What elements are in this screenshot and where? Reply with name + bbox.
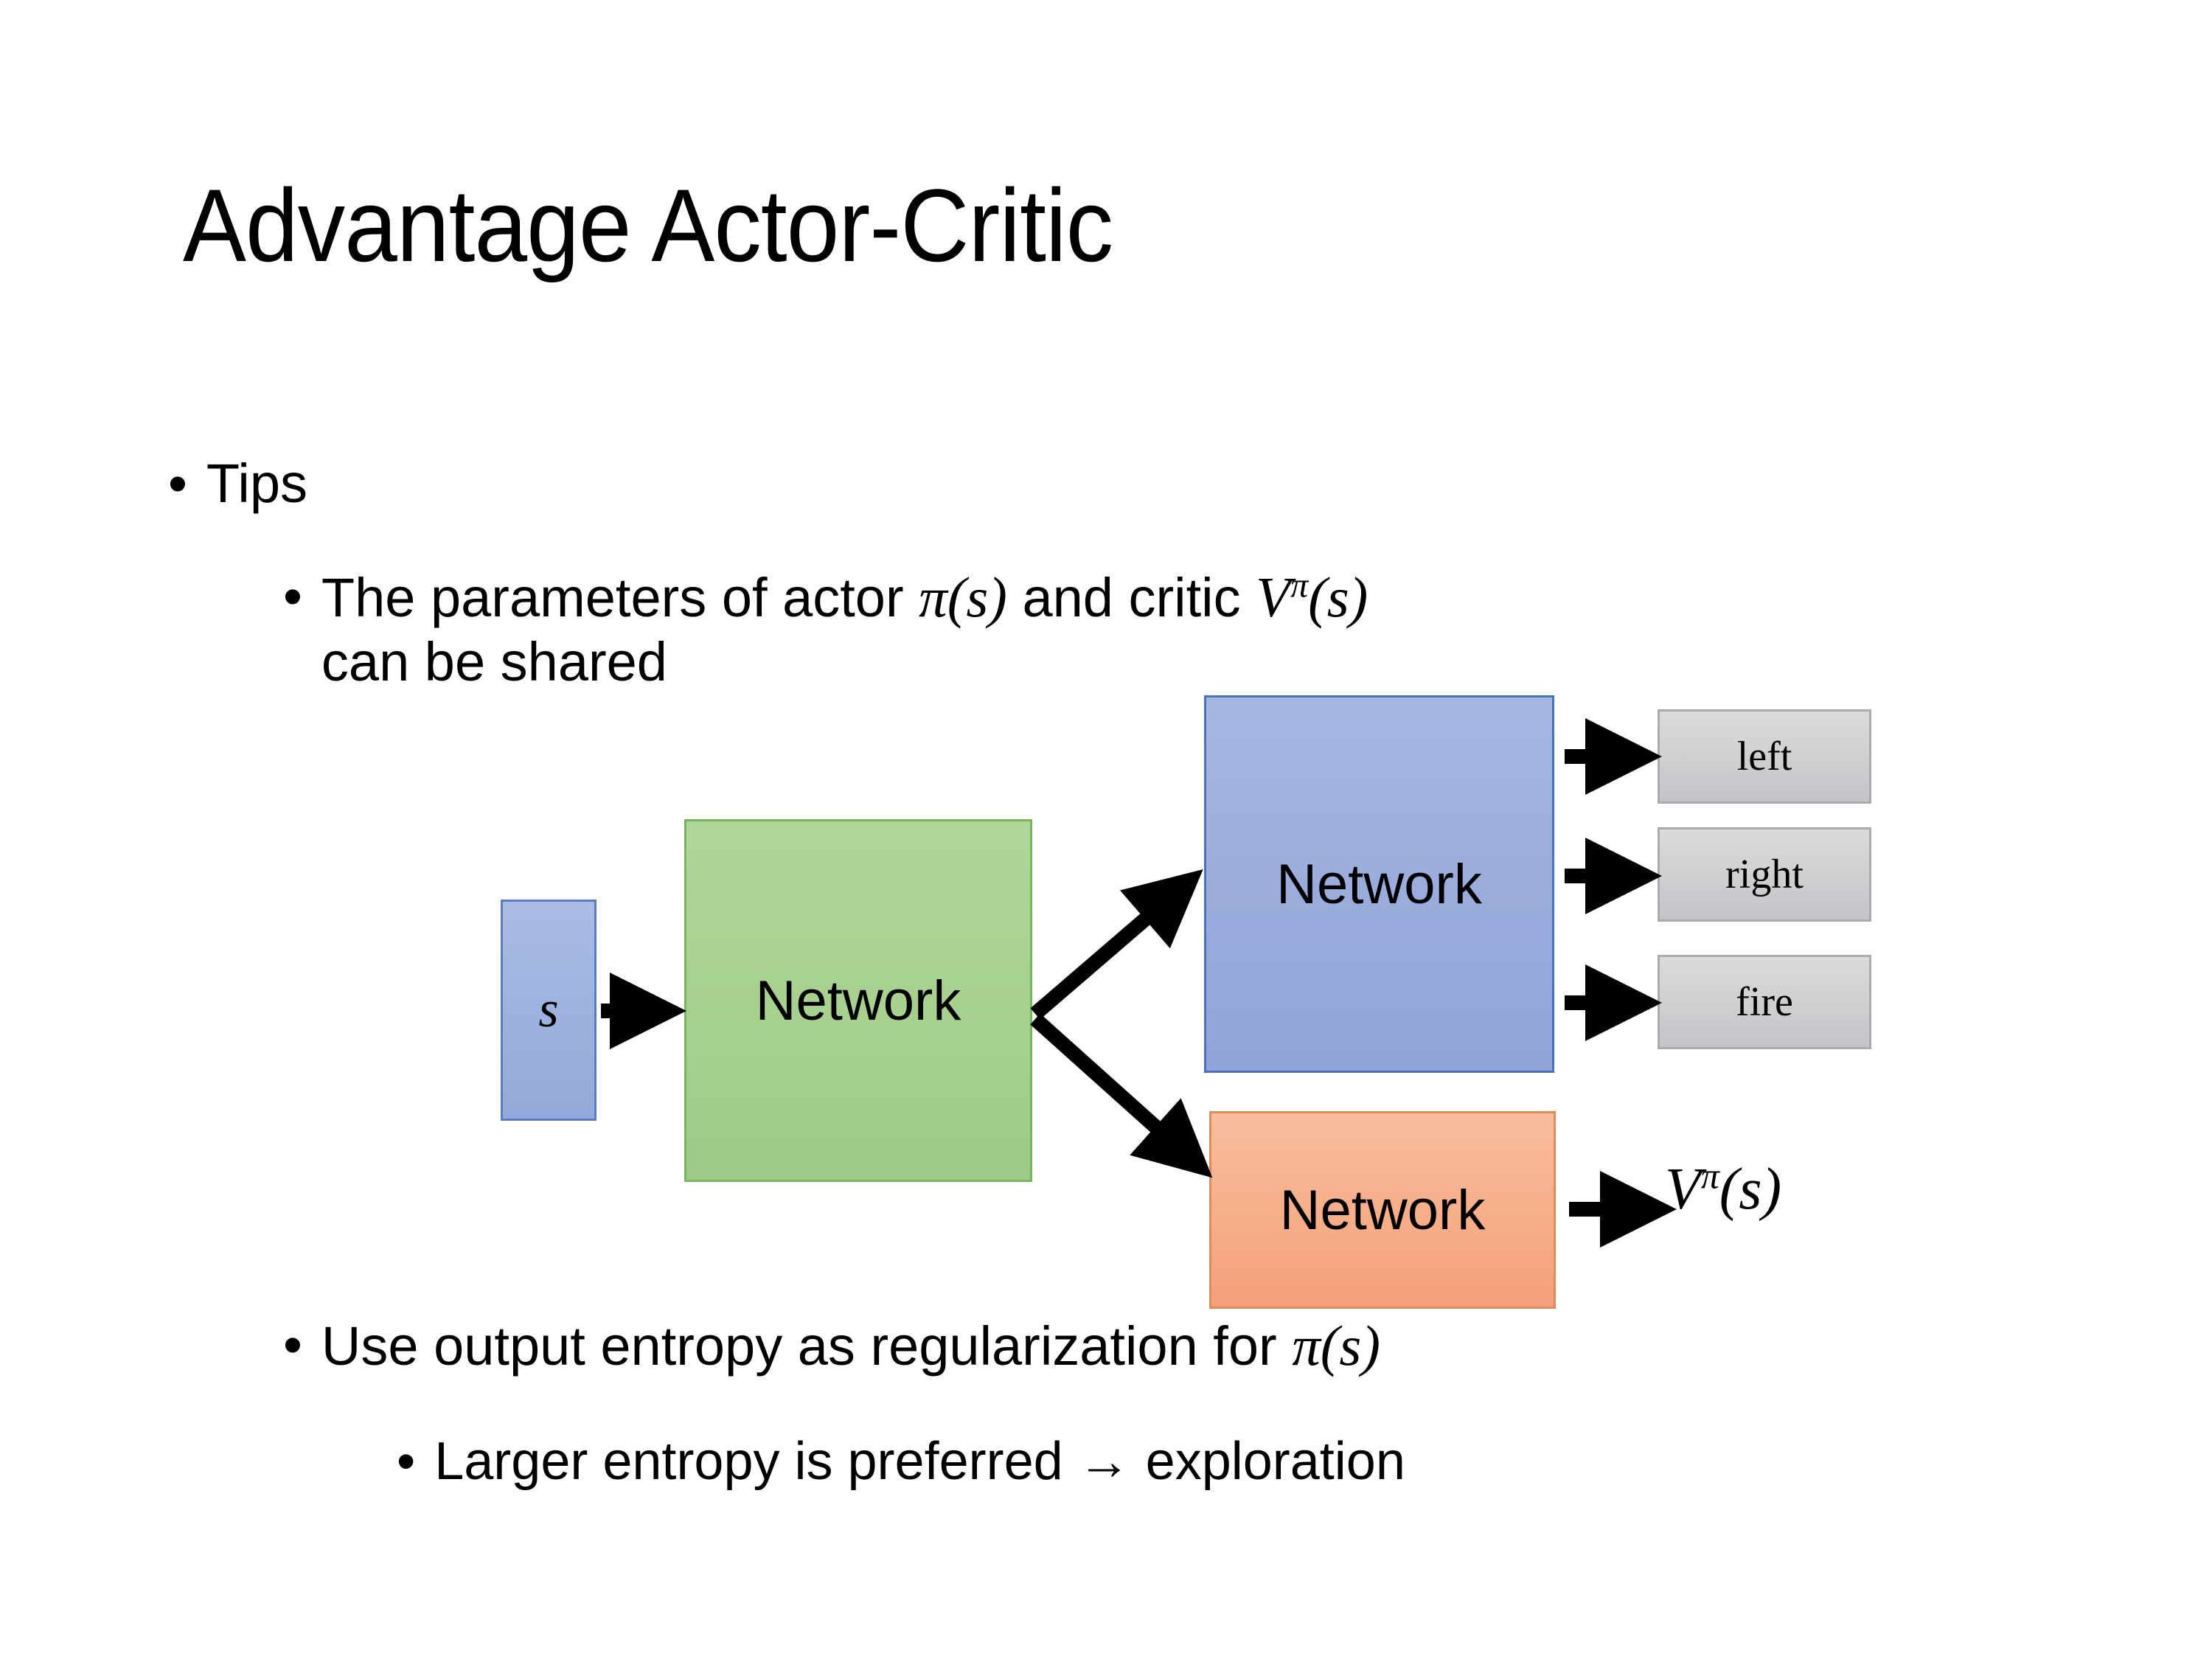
bullet-larger-entropy: • Larger entropy is preferred → explorat… [397,1433,1405,1491]
action-label-right: right [1725,852,1804,897]
slide-title: Advantage Actor-Critic [183,167,1113,283]
action-label-fire: fire [1736,979,1793,1025]
action-label-left: left [1736,734,1792,779]
arrow-shared-to-critic [1030,1013,1213,1178]
bullet-larger-entropy-label: Larger entropy is preferred → exploratio… [434,1432,1405,1491]
value-argument: (s) [1719,1157,1782,1222]
action-box-fire: fire [1658,955,1871,1049]
bullet-tips-label: Tips [206,453,307,514]
shared-network-label: Network [755,969,961,1032]
value-function-output-label: Vπ(s) [1665,1156,1781,1223]
actor-network-box: Network [1204,695,1554,1073]
text-can-be-shared: can be shared [321,631,667,693]
state-input-box: s [501,900,597,1121]
critic-network-box: Network [1209,1111,1556,1309]
value-superscript: π [1700,1155,1719,1197]
bullet-marker: • [283,566,302,627]
bullet-tips: • Tips [168,454,307,513]
bullet-marker: • [283,1314,302,1375]
bullet-marker: • [168,453,187,514]
math-pi-of-s: π(s) [919,566,1007,629]
text-actor-prefix: The parameters of actor [321,567,919,628]
math-v-argument: (s) [1308,566,1368,629]
math-pi-of-s: π(s) [1292,1314,1380,1377]
arrow-shared-to-actor [1030,869,1203,1020]
text-critic-prefix: and critic [1006,567,1256,628]
state-label: s [538,981,559,1038]
bullet-marker: • [397,1432,416,1491]
math-v-base: V [1256,566,1291,629]
action-box-right: right [1658,827,1871,922]
text-entropy-prefix: Use output entropy as regularization for [321,1315,1293,1377]
bullet-shared-parameters-text: The parameters of actor π(s) and critic … [321,565,1368,694]
value-base: V [1665,1157,1701,1222]
math-v-pi-of-s: Vπ(s) [1256,566,1368,629]
action-box-left: left [1658,709,1871,804]
bullet-entropy-text: Use output entropy as regularization for… [321,1315,1380,1377]
actor-network-label: Network [1276,852,1482,916]
shared-network-box: Network [684,819,1032,1182]
bullet-entropy-regularization: • Use output entropy as regularization f… [283,1315,1380,1377]
math-v-superscript: π [1290,566,1309,605]
critic-network-label: Network [1279,1178,1486,1242]
bullet-shared-parameters: • The parameters of actor π(s) and criti… [283,565,2067,694]
